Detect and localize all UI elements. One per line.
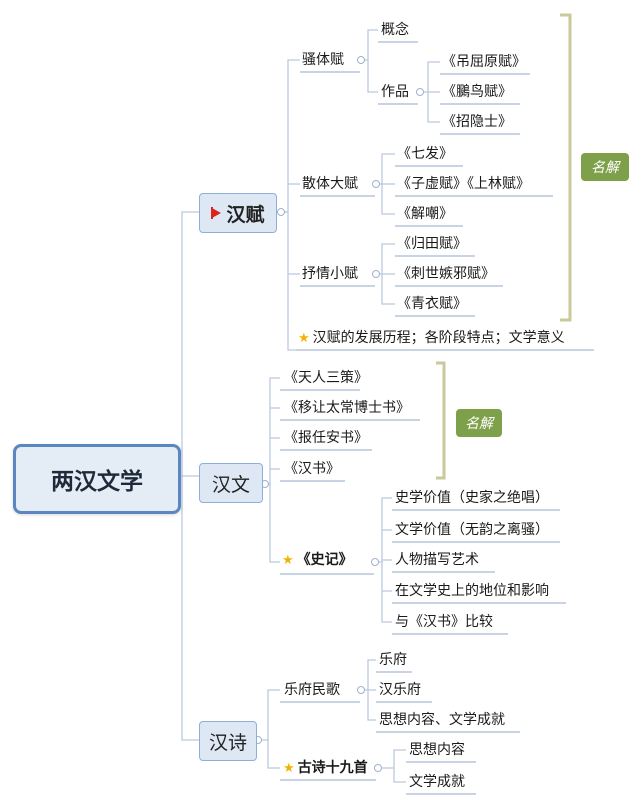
gushi-node[interactable]: ★古诗十九首	[283, 759, 368, 778]
bracket-hanwen	[436, 361, 446, 480]
hanfu-note-label: 汉赋的发展历程；各阶段特点；文学意义	[312, 330, 565, 346]
gainian-node[interactable]: 概念	[381, 22, 409, 38]
bracket-hanfu	[560, 13, 572, 322]
hanwen-work[interactable]: 《天人三策》	[284, 370, 368, 386]
hanfu-note-node[interactable]: ★汉赋的发展历程；各阶段特点；文学意义	[298, 329, 565, 348]
shiji-item[interactable]: 史学价值（史家之绝唱）	[395, 490, 549, 506]
gushi-item[interactable]: 文学成就	[409, 774, 465, 790]
saoti-node[interactable]: 骚体赋	[302, 52, 344, 68]
hanwen-work[interactable]: 《移让太常博士书》	[284, 400, 410, 416]
santi-node[interactable]: 散体大赋	[302, 176, 358, 192]
shuqing-work[interactable]: 《归田赋》	[397, 236, 467, 252]
saoti-work[interactable]: 《招隐士》	[442, 114, 512, 130]
star-icon: ★	[282, 553, 294, 568]
shiji-item[interactable]: 文学价值（无韵之离骚）	[395, 522, 549, 538]
shiji-label: 《史记》	[296, 552, 353, 568]
yuefu-node[interactable]: 乐府民歌	[284, 682, 340, 698]
hanwen-work[interactable]: 《汉书》	[284, 461, 340, 477]
mingjie-tag-hanfu: 名解	[581, 153, 629, 181]
root-node[interactable]: 两汉文学	[13, 444, 181, 514]
zuopin-node[interactable]: 作品	[381, 84, 409, 100]
branch-hanwen[interactable]: 汉文	[199, 463, 263, 503]
yuefu-item[interactable]: 思想内容、文学成就	[379, 712, 505, 728]
flag-icon	[212, 208, 222, 218]
gushi-item[interactable]: 思想内容	[409, 742, 465, 758]
branch-hanshi[interactable]: 汉诗	[199, 721, 257, 761]
shiji-item[interactable]: 在文学史上的地位和影响	[395, 583, 549, 599]
santi-work[interactable]: 《七发》	[397, 146, 453, 162]
shuqing-work[interactable]: 《青衣赋》	[397, 296, 467, 312]
branch-hanfu-label: 汉赋	[226, 203, 265, 226]
yuefu-item[interactable]: 乐府	[379, 652, 407, 668]
branch-hanfu[interactable]: 汉赋	[199, 193, 277, 233]
santi-work[interactable]: 《子虚赋》《上林赋》	[397, 176, 530, 192]
saoti-work[interactable]: 《鵩鸟赋》	[442, 84, 512, 100]
mingjie-tag-hanwen: 名解	[456, 409, 502, 437]
shuqing-work[interactable]: 《刺世嫉邪赋》	[397, 266, 495, 282]
saoti-work[interactable]: 《吊屈原赋》	[442, 54, 526, 70]
shuqing-node[interactable]: 抒情小赋	[302, 266, 358, 282]
shiji-item[interactable]: 与《汉书》比较	[395, 614, 493, 630]
shiji-node[interactable]: ★《史记》	[282, 551, 353, 570]
hanwen-work[interactable]: 《报任安书》	[284, 430, 368, 446]
yuefu-item[interactable]: 汉乐府	[379, 682, 421, 698]
star-icon: ★	[283, 761, 295, 776]
gushi-label: 古诗十九首	[297, 760, 368, 776]
shiji-item[interactable]: 人物描写艺术	[395, 552, 479, 568]
santi-work[interactable]: 《解嘲》	[397, 206, 453, 222]
star-icon: ★	[298, 331, 310, 346]
